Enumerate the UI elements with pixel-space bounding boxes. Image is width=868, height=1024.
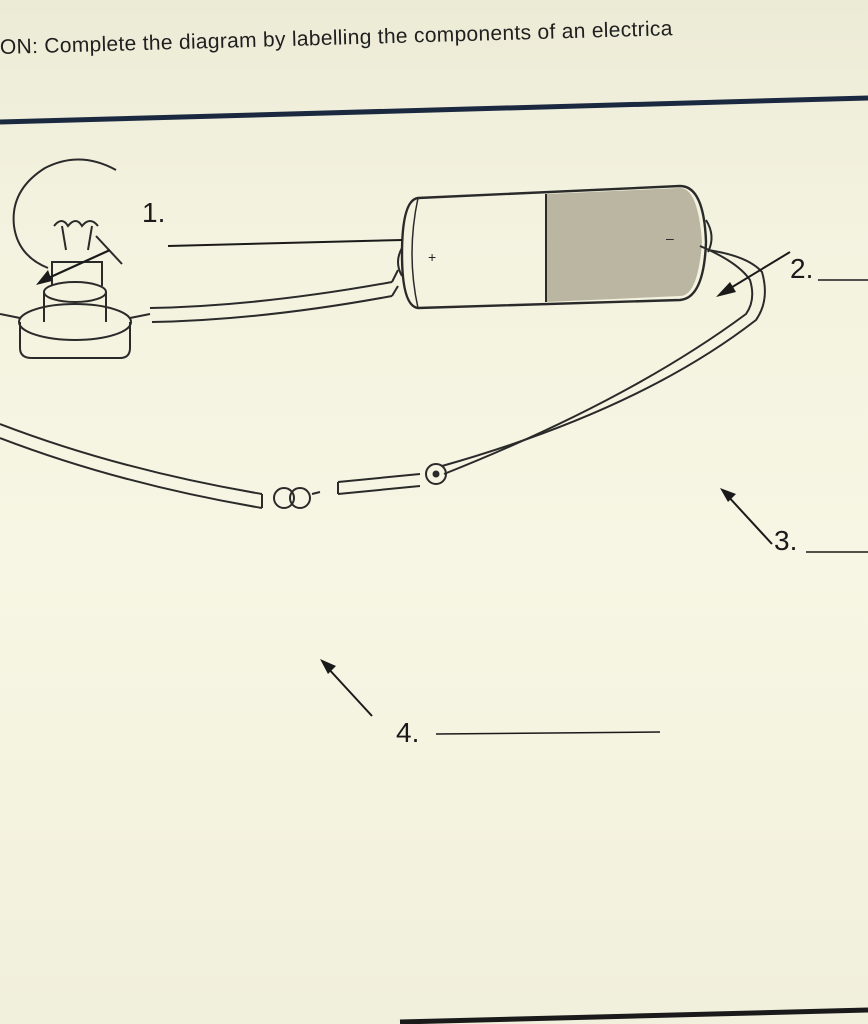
label-4-arrow (320, 659, 373, 717)
bulb-holder (0, 281, 151, 359)
label-3-arrow (720, 488, 773, 545)
switch (261, 463, 447, 509)
wire-bulb-to-battery (149, 269, 399, 323)
wire-bulb-to-switch (0, 423, 263, 509)
footer-divider (399, 1007, 868, 1024)
battery: + – (397, 184, 713, 310)
label-2: 2. (790, 253, 813, 284)
label-1-leader (167, 239, 403, 247)
negative-terminal-sign: – (666, 230, 674, 246)
label-1: 1. (142, 197, 165, 228)
positive-terminal-sign: + (428, 249, 436, 265)
light-bulb (12, 158, 123, 286)
label-4-blank (435, 731, 661, 735)
wire-battery-to-switch (441, 245, 766, 475)
header-divider (0, 95, 868, 125)
label-4: 4. (396, 717, 419, 748)
label-2-arrow (716, 251, 791, 297)
label-3: 3. (774, 525, 797, 556)
